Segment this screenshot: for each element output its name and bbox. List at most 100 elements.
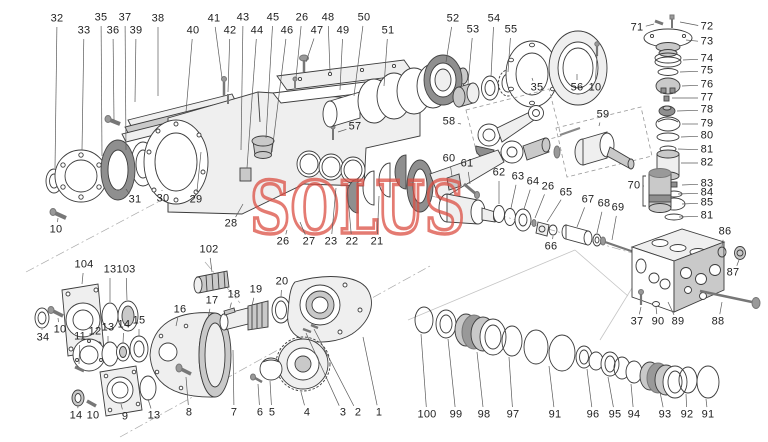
callout-72: 72 xyxy=(700,20,714,33)
callout-102: 102 xyxy=(199,243,219,256)
callout-41: 41 xyxy=(207,12,221,25)
callout-13: 13 xyxy=(103,263,117,276)
callout-54: 54 xyxy=(487,12,501,25)
callout-93: 93 xyxy=(658,408,672,421)
callout-28: 28 xyxy=(224,217,238,230)
callout-31: 31 xyxy=(128,193,142,206)
callout-36: 36 xyxy=(106,24,120,37)
callout-45: 45 xyxy=(266,11,280,24)
callout-10: 10 xyxy=(86,409,100,422)
callout-14: 14 xyxy=(117,318,131,331)
callout-2: 2 xyxy=(354,406,362,419)
callout-1: 1 xyxy=(375,406,383,419)
callout-32: 32 xyxy=(50,12,64,25)
callout-63: 63 xyxy=(511,170,525,183)
callout-3: 3 xyxy=(339,406,347,419)
callout-77: 77 xyxy=(700,91,714,104)
callout-10: 10 xyxy=(49,223,63,236)
callout-61: 61 xyxy=(460,157,474,170)
callout-48: 48 xyxy=(321,11,335,24)
callout-13: 13 xyxy=(147,409,161,422)
callout-80: 80 xyxy=(700,129,714,142)
callout-12: 12 xyxy=(88,325,102,338)
callout-15: 15 xyxy=(132,314,146,327)
callout-47: 47 xyxy=(310,24,324,37)
callout-4: 4 xyxy=(303,406,311,419)
callout-75: 75 xyxy=(700,64,714,77)
callout-99: 99 xyxy=(449,408,463,421)
callout-94: 94 xyxy=(627,408,641,421)
callout-90: 90 xyxy=(651,315,665,328)
callout-57: 57 xyxy=(348,120,362,133)
callout-29: 29 xyxy=(189,193,203,206)
watermark-text: SOLUS xyxy=(250,165,465,250)
callout-91: 91 xyxy=(701,408,715,421)
callout-81: 81 xyxy=(700,209,714,222)
callout-53: 53 xyxy=(466,23,480,36)
callout-65: 65 xyxy=(559,186,573,199)
callout-42: 42 xyxy=(223,24,237,37)
callout-51: 51 xyxy=(381,24,395,37)
callout-10: 10 xyxy=(53,323,67,336)
callout-96: 96 xyxy=(586,408,600,421)
callout-68: 68 xyxy=(597,197,611,210)
callout-40: 40 xyxy=(186,24,200,37)
callout-64: 64 xyxy=(526,175,540,188)
callout-89: 89 xyxy=(671,315,685,328)
callout-66: 66 xyxy=(544,240,558,253)
callout-100: 100 xyxy=(417,408,437,421)
callout-21: 21 xyxy=(370,235,384,248)
callout-26: 26 xyxy=(276,235,290,248)
callout-52: 52 xyxy=(446,12,460,25)
callout-103: 103 xyxy=(116,263,136,276)
callout-86: 86 xyxy=(718,225,732,238)
callout-79: 79 xyxy=(700,117,714,130)
callout-104: 104 xyxy=(74,258,94,271)
callout-58: 58 xyxy=(442,115,456,128)
callout-71: 71 xyxy=(630,21,644,34)
callout-7: 7 xyxy=(230,406,238,419)
callout-9: 9 xyxy=(121,410,129,423)
callout-55: 55 xyxy=(504,23,518,36)
callout-22: 22 xyxy=(345,235,359,248)
callout-91: 91 xyxy=(548,408,562,421)
callout-19: 19 xyxy=(249,283,263,296)
callout-78: 78 xyxy=(700,103,714,116)
callout-46: 46 xyxy=(280,24,294,37)
callout-5: 5 xyxy=(268,406,276,419)
callout-59: 59 xyxy=(596,108,610,121)
callout-69: 69 xyxy=(611,201,625,214)
callout-20: 20 xyxy=(275,275,289,288)
callout-27: 27 xyxy=(302,235,316,248)
callout-60: 60 xyxy=(442,152,456,165)
callout-23: 23 xyxy=(324,235,338,248)
callout-35: 35 xyxy=(94,11,108,24)
callout-14: 14 xyxy=(69,409,83,422)
callout-97: 97 xyxy=(506,408,520,421)
callout-92: 92 xyxy=(680,408,694,421)
callout-6: 6 xyxy=(256,406,264,419)
callout-73: 73 xyxy=(700,35,714,48)
callout-43: 43 xyxy=(236,11,250,24)
callout-37: 37 xyxy=(630,315,644,328)
callout-35: 35 xyxy=(530,81,544,94)
callout-11: 11 xyxy=(74,330,86,343)
callout-30: 30 xyxy=(156,192,170,205)
callout-98: 98 xyxy=(477,408,491,421)
callout-83: 83 xyxy=(700,177,714,190)
callout-84: 84 xyxy=(700,186,714,199)
callout-87: 87 xyxy=(726,266,740,279)
callout-56: 56 xyxy=(570,81,584,94)
callout-17: 17 xyxy=(205,294,219,307)
callout-82: 82 xyxy=(700,156,714,169)
callout-44: 44 xyxy=(250,24,264,37)
callout-13: 13 xyxy=(101,321,115,334)
callout-38: 38 xyxy=(151,12,165,25)
callout-8: 8 xyxy=(185,406,193,419)
callout-81: 81 xyxy=(700,143,714,156)
callout-62: 62 xyxy=(492,166,506,179)
